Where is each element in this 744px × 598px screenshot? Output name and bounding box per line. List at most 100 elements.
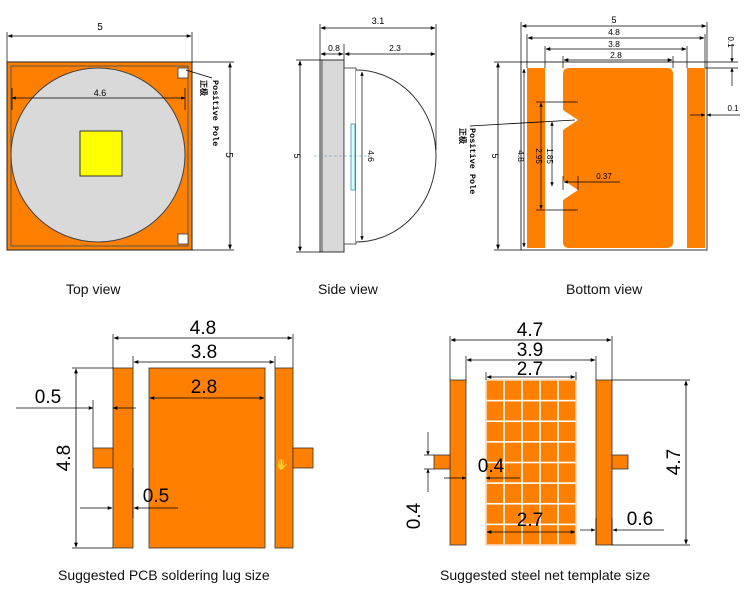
dim-top-height: 5: [223, 152, 234, 158]
steel-aperture-cell: [504, 401, 522, 421]
steel-aperture-cell: [558, 422, 576, 442]
dim-bottom-h48: 4.8: [516, 150, 526, 162]
steel-aperture-cell: [558, 442, 576, 462]
bottom-pad-right: [687, 68, 705, 248]
dim-steel-w47: 4.7: [517, 320, 543, 341]
steel-aperture-cell: [504, 422, 522, 442]
caption-side-view: Side view: [318, 281, 378, 297]
steel-aperture-cell: [486, 401, 504, 421]
steel-aperture-cell: [558, 483, 576, 503]
steel-aperture-cell: [522, 463, 540, 483]
steel-aperture-cell: [522, 422, 540, 442]
steel-aperture-cell: [522, 483, 540, 503]
steel-pad-right: [595, 379, 613, 546]
steel-aperture-cell: [522, 401, 540, 421]
pcb-tab-right: [292, 447, 314, 469]
dim-steel-d04b: 0.4: [404, 502, 425, 529]
caption-bottom-view: Bottom view: [566, 281, 643, 297]
bottom-view: 5 4.8 3.8 2.8 0.1 0.1 5 4.8 2.95: [458, 15, 740, 251]
cursor-icon: ✋: [275, 458, 289, 471]
steel-aperture-cell: [504, 483, 522, 503]
bottom-pole-label: Positive Pole: [467, 128, 477, 194]
dim-bottom-w5: 5: [611, 15, 616, 25]
dim-top-width: 5: [97, 22, 103, 33]
dim-side-total: 3.1: [372, 16, 385, 26]
side-chip: [350, 123, 356, 191]
steel-aperture-cell: [558, 463, 576, 483]
steel-aperture-cell: [540, 483, 558, 503]
dim-bottom-w28: 2.8: [610, 50, 622, 60]
steel-aperture-cell: [504, 380, 522, 400]
steel-aperture-cell: [558, 380, 576, 400]
pcb-lug-diagram: ✋ 4.8 3.8 2.8 0.5 4.8 0.5: [16, 318, 314, 549]
bottom-pad-center: [563, 68, 673, 248]
dim-bottom-h295: 2.95: [534, 148, 543, 164]
steel-aperture-cell: [522, 442, 540, 462]
side-view: 3.1 0.8 2.3 5 4.6: [292, 16, 437, 253]
steel-aperture-cell: [522, 504, 540, 524]
steel-aperture-cell: [540, 380, 558, 400]
pcb-tab-left: [92, 447, 114, 469]
steel-aperture-cell: [486, 442, 504, 462]
steel-aperture-cell: [540, 422, 558, 442]
caption-top-view: Top view: [66, 281, 121, 297]
pcb-pad-left: [112, 367, 134, 549]
steel-aperture-cell: [486, 380, 504, 400]
dim-top-dome: 4.6: [94, 88, 107, 98]
dim-pcb-d05a: 0.5: [35, 387, 61, 408]
steel-tab-left: [433, 454, 451, 470]
side-dome: [355, 69, 437, 243]
dim-side-dome: 2.3: [389, 43, 401, 53]
steel-aperture-cell: [486, 463, 504, 483]
steel-grid: [485, 379, 577, 546]
pole-notch-top: [177, 67, 189, 79]
caption-steel: Suggested steel net template size: [440, 567, 651, 583]
dim-bottom-01b: 0.1: [727, 104, 739, 113]
steel-aperture-cell: [558, 525, 576, 545]
dim-bottom-h5: 5: [490, 153, 500, 158]
dim-steel-w27a: 2.7: [517, 359, 543, 380]
dim-pcb-w38: 3.8: [191, 342, 217, 363]
steel-pad-left: [449, 379, 467, 546]
steel-aperture-cell: [540, 463, 558, 483]
steel-aperture-cell: [540, 525, 558, 545]
dim-steel-d04a: 0.4: [478, 456, 505, 477]
dim-bottom-w48: 4.8: [608, 27, 620, 37]
top-view: 5 4.6 5 Positive Pole 正极: [6, 22, 234, 251]
steel-aperture-cell: [504, 442, 522, 462]
steel-aperture-cell: [522, 380, 540, 400]
dim-bottom-d037: 0.37: [596, 172, 612, 181]
steel-aperture-frame: [485, 379, 577, 546]
steel-aperture-cell: [540, 442, 558, 462]
dim-side-base: 0.8: [328, 43, 340, 53]
steel-aperture-cell: [558, 504, 576, 524]
steel-aperture-cell: [522, 525, 540, 545]
top-pole-label-cn: 正极: [199, 80, 209, 96]
dim-bottom-w38: 3.8: [608, 39, 620, 49]
steel-aperture-cell: [486, 422, 504, 442]
steel-aperture-cell: [486, 483, 504, 503]
dim-steel-h47: 4.7: [664, 449, 685, 475]
dim-side-height: 5: [292, 153, 302, 158]
steel-aperture-cell: [558, 401, 576, 421]
dim-pcb-d05b: 0.5: [143, 486, 169, 507]
steel-aperture-cell: [486, 504, 504, 524]
steel-aperture-cell: [540, 401, 558, 421]
pcb-pad-right: [274, 367, 294, 549]
dim-pcb-w48: 4.8: [190, 318, 216, 339]
notch-bottom: [177, 233, 189, 245]
steel-aperture-cell: [486, 525, 504, 545]
bottom-pole-label-cn: 正极: [458, 128, 468, 144]
steel-aperture-cell: [504, 525, 522, 545]
steel-aperture-cell: [504, 463, 522, 483]
steel-aperture-cell: [540, 504, 558, 524]
led-chip: [79, 130, 123, 177]
steel-aperture-cell: [504, 504, 522, 524]
dim-bottom-h185: 1.85: [545, 148, 554, 164]
top-pole-label: Positive Pole: [210, 80, 220, 146]
dim-bottom-01a: 0.1: [726, 36, 735, 48]
dim-steel-w39: 3.9: [517, 340, 543, 361]
caption-pcb: Suggested PCB soldering lug size: [58, 567, 270, 583]
dim-steel-w27b: 2.7: [517, 510, 543, 531]
